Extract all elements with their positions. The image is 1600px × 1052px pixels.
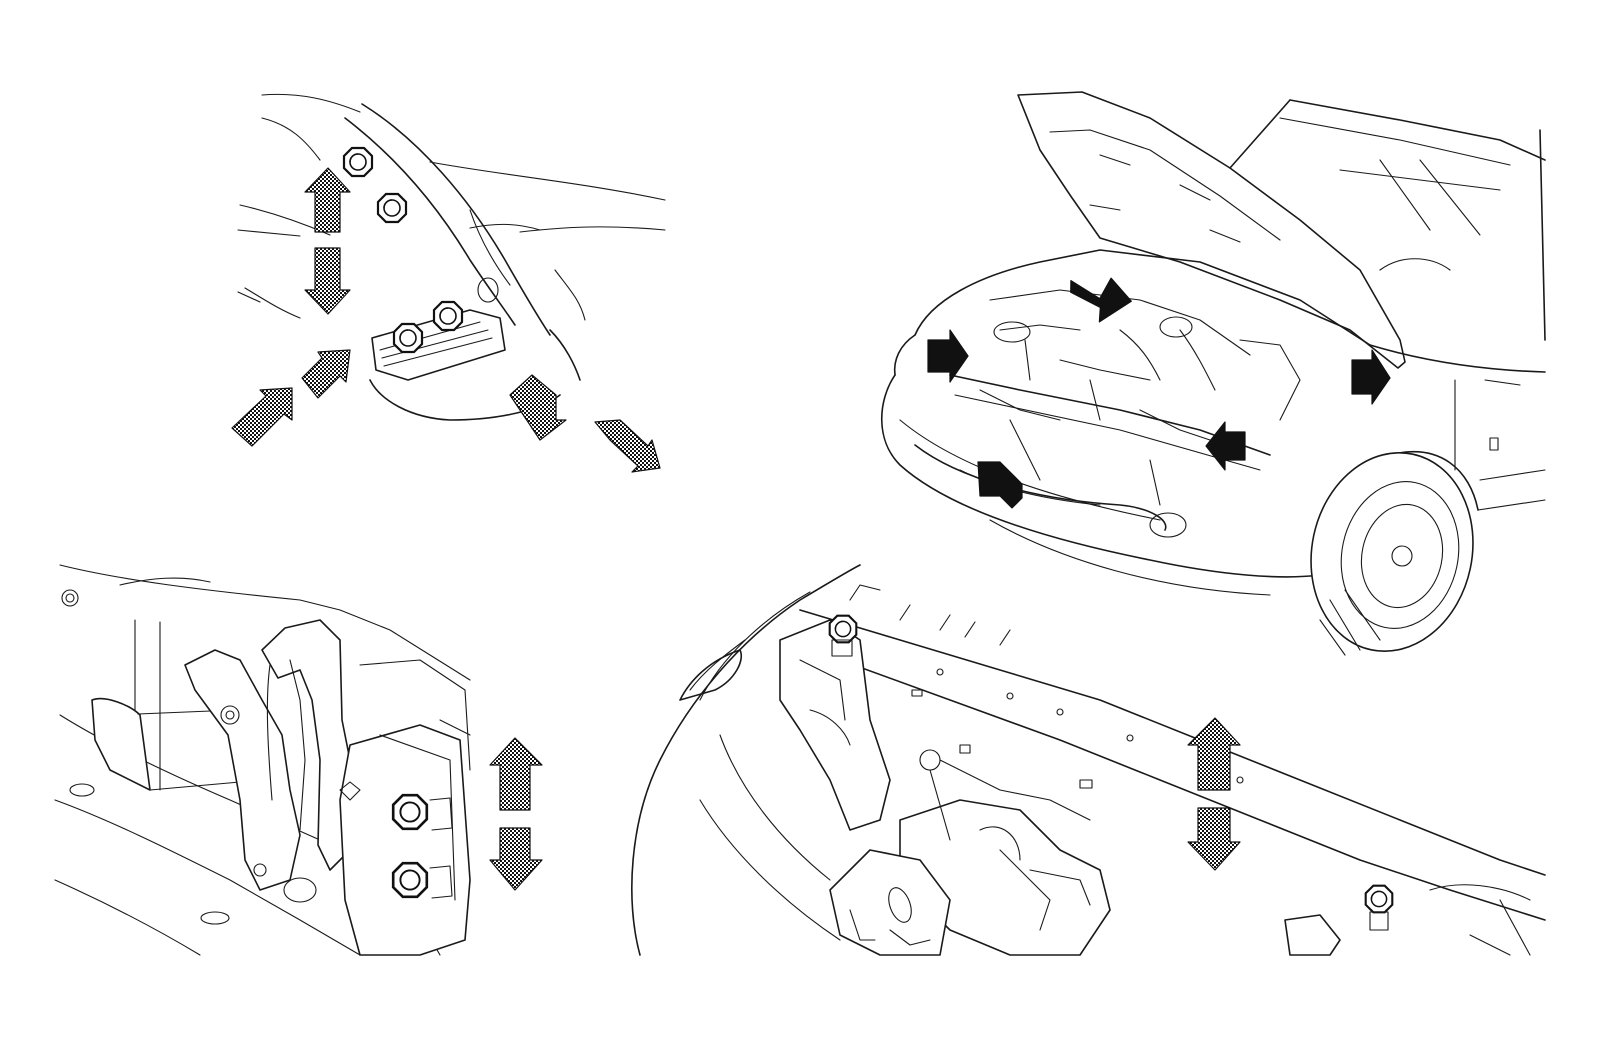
diagonal-arrow (301, 349, 351, 399)
upper-left-hinge-view (231, 93, 666, 473)
lower-left-latch-view (54, 564, 543, 956)
right-arrow (1351, 349, 1391, 405)
lower-right-radiator-support-view (631, 564, 1546, 956)
diagonal-arrow (977, 461, 1023, 509)
diagonal-arrow (594, 419, 661, 473)
up-arrow (489, 737, 543, 811)
up-arrow (1187, 717, 1241, 791)
diagonal-arrow (509, 374, 567, 441)
up-arrow (1070, 277, 1132, 323)
down-arrow (1187, 807, 1241, 871)
down-arrow (304, 247, 351, 315)
upper-right-vehicle-view (881, 91, 1546, 656)
left-arrow (1205, 421, 1246, 471)
right-arrow (927, 329, 969, 383)
diagonal-arrow (231, 387, 293, 447)
up-arrow (304, 167, 351, 233)
down-arrow (489, 827, 543, 891)
